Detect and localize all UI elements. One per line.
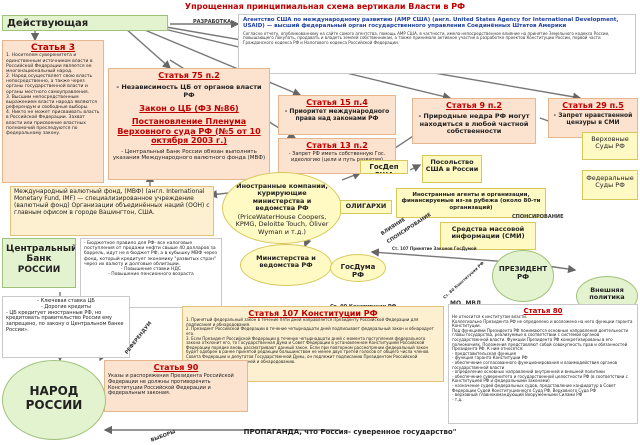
article-9-box: Статья 9 п.2 - Природные недра РФ могут … — [412, 98, 536, 144]
article-90-title: Статья 90 — [153, 363, 199, 372]
arrow-gosdep-companies — [341, 171, 362, 181]
article-3-box: Статья 3 1. Носителем суверенитета и еди… — [2, 40, 104, 183]
article-90-box: Статья 90 Указы и распоряжения Президент… — [104, 360, 248, 412]
ministries-ellipse: Министерства и ведомства РФ — [240, 244, 332, 286]
article-9-title: Статья 9 п.2 — [445, 101, 502, 110]
article-9-text: - Природные недра РФ могут находиться в … — [418, 112, 530, 136]
embassy-box: Посольство США в России — [422, 155, 482, 183]
article-107-title: Статья 107 Конституции РФ — [248, 309, 378, 318]
supreme-court-decree: Постановление Пленума Верховного суда РФ… — [117, 117, 261, 145]
art-107-reference: Ст. 107 Принятие Законов ГосДумой — [392, 246, 477, 251]
foreign-companies-list: (PriceWaterHouse Coopers, KPMG, Deloitte… — [235, 212, 329, 236]
article-80-function-item: - представительская функция — [452, 350, 517, 356]
article-80-box: Статья 80 Не относится к институтам влас… — [448, 304, 638, 424]
budget-rule-box: - Бюджетное правило для РФ- все налоговы… — [80, 238, 222, 308]
people-ellipse: НАРОД РОССИИ — [2, 360, 106, 440]
diagram-title: Упрощенная принципиальная схема вертикал… — [184, 2, 466, 11]
federal-courts-box: Федеральные Суды РФ — [582, 170, 638, 200]
gosdep-box: ГосДеп США — [360, 160, 408, 174]
key-rate-box: - Ключевая ставка ЦБ - Дорогие кредиты -… — [2, 296, 130, 358]
article-80-body: Не относится к институтам власти. Коллег… — [452, 314, 633, 352]
expensive-credit-text: - Дорогие кредиты — [41, 303, 91, 310]
arrow-constitution-art15 — [139, 27, 302, 97]
constitution-box: Действующая Конституция РФ 1993г. — [2, 15, 168, 31]
article-80-function-item: - обеспечение суверенитета и государстве… — [452, 373, 628, 384]
cb-imf-obligation: - Центральный Банк России обязан выполня… — [112, 148, 266, 162]
propaganda-text: ПРОПАГАНДА, что Россия- суверенное госуд… — [243, 428, 457, 436]
article-3-body: 1. Носителем суверенитета и единственным… — [6, 53, 100, 136]
article-107-body: 1. Принятый федеральный закон в течение … — [186, 317, 434, 364]
article-80-functions-list: - представительская функция- функция гар… — [452, 350, 634, 403]
usaid-title: Агентство США по международному развитию… — [243, 17, 619, 30]
central-bank-box: Центральный Банк РОССИИ — [2, 238, 76, 288]
article-15-text: - Приоритет международного права над зак… — [284, 108, 390, 123]
article-75-box: Статья 75 п.2 - Независимость ЦБ от орга… — [108, 68, 270, 180]
article-80-function-item: - обеспечение согласованного функциониро… — [452, 359, 618, 370]
usaid-box: Агентство США по международному развитию… — [238, 14, 636, 74]
article-75-title: Статья 75 п.2 — [158, 71, 220, 80]
foreign-companies-title: Иностранные компании, курирующие министе… — [236, 182, 328, 213]
article-29-text: - Запрет нравственной цензуры в СМИ — [553, 112, 633, 127]
article-13-text: - Запрет РФ иметь собственную Гос. идеол… — [288, 151, 386, 163]
article-75-text: - Независимость ЦБ от органов власти РФ — [116, 83, 262, 99]
pension-age-text: - Повышение пенсионного возраста — [108, 272, 194, 278]
mo-mvd-label: МО, МВД — [450, 300, 481, 307]
arrow-president-gosduma — [370, 248, 511, 263]
article-80-function-item: - определение основных направлений внутр… — [452, 369, 605, 375]
cb-law-title: Закон о ЦБ (ФЗ №86) — [139, 104, 239, 114]
article-29-box: Статья 29 п.5 - Запрет нравственной ценз… — [548, 98, 638, 138]
budget-rule-text: - Бюджетное правило для РФ- все налоговы… — [84, 241, 218, 267]
arrow-embassy-gosdep — [409, 164, 422, 172]
arrow-constitution-art75 — [124, 27, 172, 69]
supreme-courts-box: Верховные Суды РФ — [582, 132, 638, 160]
article-80-function-item: - назначение судей федеральных судов, пр… — [452, 382, 616, 393]
article-80-title: Статья 80 — [523, 307, 563, 315]
imf-box: Международный валютный фонд, (МВФ) (англ… — [10, 186, 214, 236]
cb-lending-text: - ЦБ кредитует иностранные РФ, но кредит… — [6, 309, 124, 333]
key-rate-text: - Ключевая ставка ЦБ — [37, 298, 95, 304]
article-15-title: Статья 15 п.4 — [306, 98, 368, 107]
article-3-title: Статья 3 — [31, 43, 75, 53]
president-ellipse: ПРЕЗИДЕНТ РФ — [492, 250, 554, 302]
razrabotka-label: РАЗРАБОТКА — [193, 19, 232, 25]
foreign-companies-ellipse: Иностранные компании, курирующие министе… — [222, 172, 342, 244]
media-box: Средства массовой информации (СМИ) — [440, 222, 536, 250]
article-80-function-item: - функция гаранта Конституции РФ — [452, 355, 528, 361]
article-13-title: Статья 13 п.2 — [306, 141, 368, 150]
article-90-body: Указы и распоряжения Президента Российск… — [108, 373, 234, 397]
gosduma-ellipse: ГосДума РФ — [330, 254, 386, 282]
article-80-function-item: - верховный главнокомандующий Вооружённы… — [452, 392, 583, 398]
foreign-agents-box: Иностранные агенты и организации, финанс… — [396, 188, 546, 218]
article-29-title: Статья 29 п.5 — [562, 101, 624, 110]
imf-text: Международный валютный фонд, (МВФ) (англ… — [14, 188, 210, 216]
article-15-box: Статья 15 п.4 - Приоритет международного… — [278, 95, 396, 135]
article-80-function-item: - т.д. — [452, 396, 463, 402]
vat-increase-text: - Повышение ставки НДС — [121, 266, 181, 272]
oligarchs-box: ОЛИГАРХИ — [340, 200, 392, 214]
usaid-body: Согласно отчету, опубликованному на сайт… — [243, 30, 610, 45]
sponsorship-label: СПОНСИРОВАНИЕ — [512, 214, 564, 220]
